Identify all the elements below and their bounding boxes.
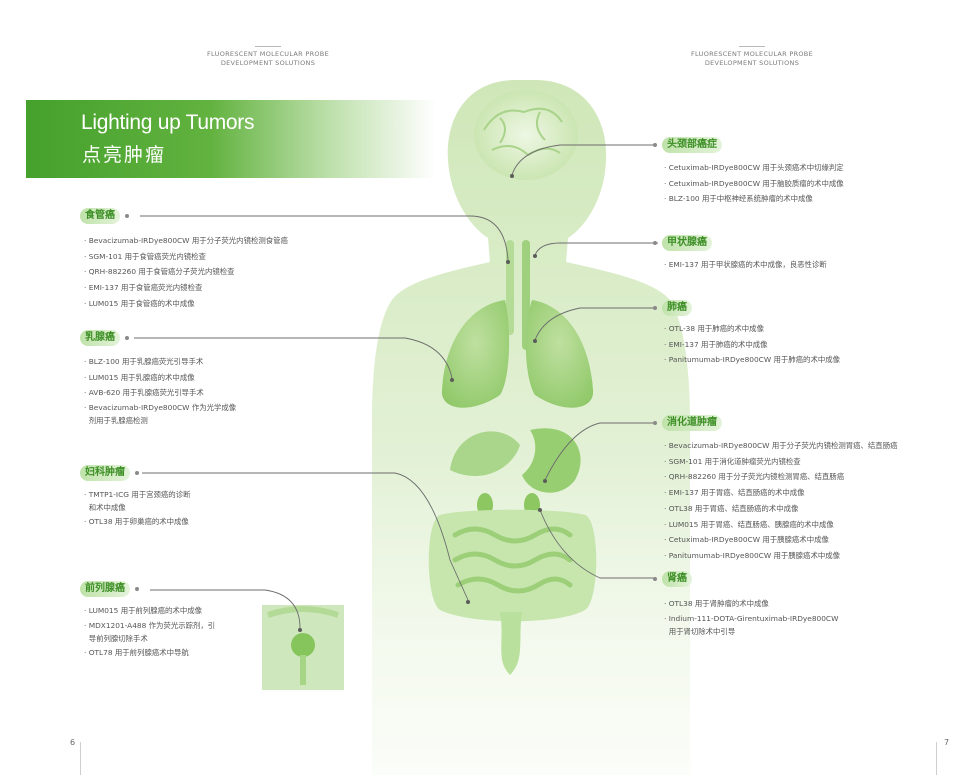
list-item: · AVB-620 用于乳腺癌荧光引导手术 bbox=[84, 388, 204, 398]
list-item: · Cetuximab-IRDye800CW 用于头颈癌术中切缘判定 bbox=[664, 163, 844, 172]
tag-lung-cancer: 肺癌 bbox=[653, 300, 692, 316]
list-item: · Bevacizumab-IRDye800CW 用于分子荧光内镜检测食管癌 bbox=[84, 236, 288, 245]
list-lung-cancer: · OTL-38 用于肺癌的术中成像 · EMI-137 用于肺癌的术中成像 ·… bbox=[664, 321, 840, 368]
list-item: · QRH-882260 用于分子荧光内镜检测胃癌、结直肠癌 bbox=[664, 472, 845, 482]
tag-label: 消化道肿瘤 bbox=[667, 417, 717, 428]
list-breast-cancer: · BLZ-100 用于乳腺癌荧光引导手术 · LUM015 用于乳腺癌的术中成… bbox=[84, 354, 236, 427]
tag-label: 食管癌 bbox=[85, 210, 115, 221]
list-digestive-tract-tumor: · Bevacizumab-IRDye800CW 用于分子荧光内镜检测胃癌、结直… bbox=[664, 438, 897, 564]
list-gynecologic-tumor: · TMTP1-ICG 用于宫颈癌的诊断 和术中成像 · OTL38 用于卵巢癌… bbox=[84, 488, 190, 530]
list-prostate-cancer: · LUM015 用于前列腺癌的术中成像 · MDX1201-A488 作为荧光… bbox=[84, 603, 215, 660]
tag-dot bbox=[653, 241, 657, 245]
list-item: · Indium-111-DOTA-Girentuximab-IRDye800C… bbox=[664, 613, 839, 623]
list-item: · Panitumumab-IRDye800CW 用于肺癌的术中成像 bbox=[664, 355, 841, 365]
list-item: · QRH-882260 用于食管癌分子荧光内镜检查 bbox=[84, 267, 235, 277]
tag-digestive-tract-tumor: 消化道肿瘤 bbox=[653, 415, 722, 431]
prostate-inset bbox=[262, 605, 344, 690]
list-item: · OTL38 用于肾肿瘤的术中成像 bbox=[664, 599, 769, 608]
tag-label: 头颈部癌症 bbox=[667, 139, 717, 150]
tag-dot bbox=[135, 587, 139, 591]
page-number-right: 7 bbox=[944, 738, 950, 747]
page-title-english: Lighting up Tumors bbox=[81, 111, 255, 134]
list-item: · EMI-137 用于甲状腺癌的术中成像，良恶性诊断 bbox=[664, 260, 827, 269]
list-item: · Cetuximab-IRDye800CW 用于胰腺癌术中成像 bbox=[664, 535, 829, 545]
tag-label: 甲状腺癌 bbox=[667, 237, 707, 248]
list-item: · BLZ-100 用于中枢神经系统肿瘤的术中成像 bbox=[664, 194, 813, 204]
list-item: · LUM015 用于食管癌的术中成像 bbox=[84, 298, 195, 308]
list-item: · LUM015 用于乳腺癌的术中成像 bbox=[84, 372, 195, 382]
tag-label: 妇科肿瘤 bbox=[85, 467, 125, 478]
tag-dot bbox=[135, 471, 139, 475]
tag-label: 前列腺癌 bbox=[85, 583, 125, 594]
stomach-liver bbox=[450, 428, 581, 493]
tag-esophageal-cancer: 食管癌 bbox=[80, 208, 129, 224]
title-banner bbox=[26, 100, 436, 178]
tag-label: 肺癌 bbox=[667, 302, 687, 313]
tag-thyroid-cancer: 甲状腺癌 bbox=[653, 235, 712, 251]
page-edge-rule-left bbox=[80, 742, 81, 775]
connector-lines bbox=[134, 144, 658, 629]
list-item: 剂用于乳腺癌检测 bbox=[84, 416, 148, 426]
page-number-left: 6 bbox=[70, 738, 76, 747]
list-thyroid-cancer: · EMI-137 用于甲状腺癌的术中成像，良恶性诊断 bbox=[664, 257, 827, 273]
list-item: · SGM-101 用于食管癌荧光内镜检查 bbox=[84, 251, 206, 261]
list-kidney-cancer: · OTL38 用于肾肿瘤的术中成像 · Indium-111-DOTA-Gir… bbox=[664, 596, 838, 638]
list-item: · Cetuximab-IRDye800CW 用于脑胶质瘤的术中成像 bbox=[664, 178, 844, 188]
running-header-left: FLUORESCENT MOLECULAR PROBE DEVELOPMENT … bbox=[168, 46, 368, 68]
tag-dot bbox=[653, 143, 657, 147]
list-item: · EMI-137 用于肺癌的术中成像 bbox=[664, 339, 768, 349]
list-item: · Bevacizumab-IRDye800CW 用于分子荧光内镜检测胃癌、结直… bbox=[664, 441, 898, 450]
list-item: · SGM-101 用于消化道肿瘤荧光内镜检查 bbox=[664, 456, 801, 466]
list-item: · OTL78 用于前列腺癌术中导航 bbox=[84, 647, 189, 657]
tag-breast-cancer: 乳腺癌 bbox=[80, 330, 129, 346]
body-silhouette bbox=[372, 80, 690, 775]
list-item: · LUM015 用于前列腺癌的术中成像 bbox=[84, 606, 202, 615]
list-item: · BLZ-100 用于乳腺癌荧光引导手术 bbox=[84, 357, 204, 366]
tag-dot bbox=[125, 214, 129, 218]
tag-head-neck-cancer: 头颈部癌症 bbox=[653, 137, 722, 153]
tag-prostate-cancer: 前列腺癌 bbox=[80, 581, 139, 597]
tag-dot bbox=[125, 336, 129, 340]
running-header-line-1: FLUORESCENT MOLECULAR PROBE bbox=[691, 50, 813, 58]
tag-label: 肾癌 bbox=[667, 573, 687, 584]
running-header-line-2: DEVELOPMENT SOLUTIONS bbox=[220, 59, 316, 67]
list-item: · OTL-38 用于肺癌的术中成像 bbox=[664, 324, 764, 333]
tag-label: 乳腺癌 bbox=[85, 332, 115, 343]
running-header-line-1: FLUORESCENT MOLECULAR PROBE bbox=[207, 50, 329, 58]
list-item: 导前列腺切除手术 bbox=[84, 633, 148, 643]
list-item: · EMI-137 用于胃癌、结直肠癌的术中成像 bbox=[664, 488, 805, 498]
tag-kidney-cancer: 肾癌 bbox=[653, 571, 692, 587]
tag-dot bbox=[653, 306, 657, 310]
list-item: · OTL38 用于卵巢癌的术中成像 bbox=[84, 517, 189, 526]
list-item: · EMI-137 用于食管癌荧光内镜检查 bbox=[84, 283, 203, 293]
list-item: · LUM015 用于胃癌、结直肠癌、胰腺癌的术中成像 bbox=[664, 519, 834, 529]
page-title-chinese: 点亮肿瘤 bbox=[82, 144, 167, 166]
running-header-right: FLUORESCENT MOLECULAR PROBE DEVELOPMENT … bbox=[652, 46, 852, 68]
brain bbox=[474, 90, 578, 180]
tag-dot bbox=[653, 421, 657, 425]
header-rule bbox=[739, 46, 765, 47]
list-item: · Bevacizumab-IRDye800CW 作为光学成像 bbox=[84, 403, 237, 413]
list-item: · OTL38 用于胃癌、结直肠癌的术中成像 bbox=[664, 503, 799, 513]
organ-dots bbox=[298, 174, 547, 632]
tag-dot bbox=[653, 577, 657, 581]
page-edge-rule-right bbox=[936, 742, 937, 775]
list-item: 和术中成像 bbox=[84, 503, 126, 512]
header-rule bbox=[255, 46, 281, 47]
list-item: 用于肾切除术中引导 bbox=[664, 626, 736, 636]
list-head-neck-cancer: · Cetuximab-IRDye800CW 用于头颈癌术中切缘判定 · Cet… bbox=[664, 160, 844, 207]
list-esophageal-cancer: · Bevacizumab-IRDye800CW 用于分子荧光内镜检测食管癌 ·… bbox=[84, 233, 288, 312]
running-header-line-2: DEVELOPMENT SOLUTIONS bbox=[704, 59, 800, 67]
list-item: · MDX1201-A488 作为荧光示踪剂，引 bbox=[84, 620, 216, 630]
list-item: · Panitumumab-IRDye800CW 用于胰腺癌术中成像 bbox=[664, 550, 841, 560]
list-item: · TMTP1-ICG 用于宫颈癌的诊断 bbox=[84, 490, 191, 499]
tag-gynecologic-tumor: 妇科肿瘤 bbox=[80, 465, 139, 481]
